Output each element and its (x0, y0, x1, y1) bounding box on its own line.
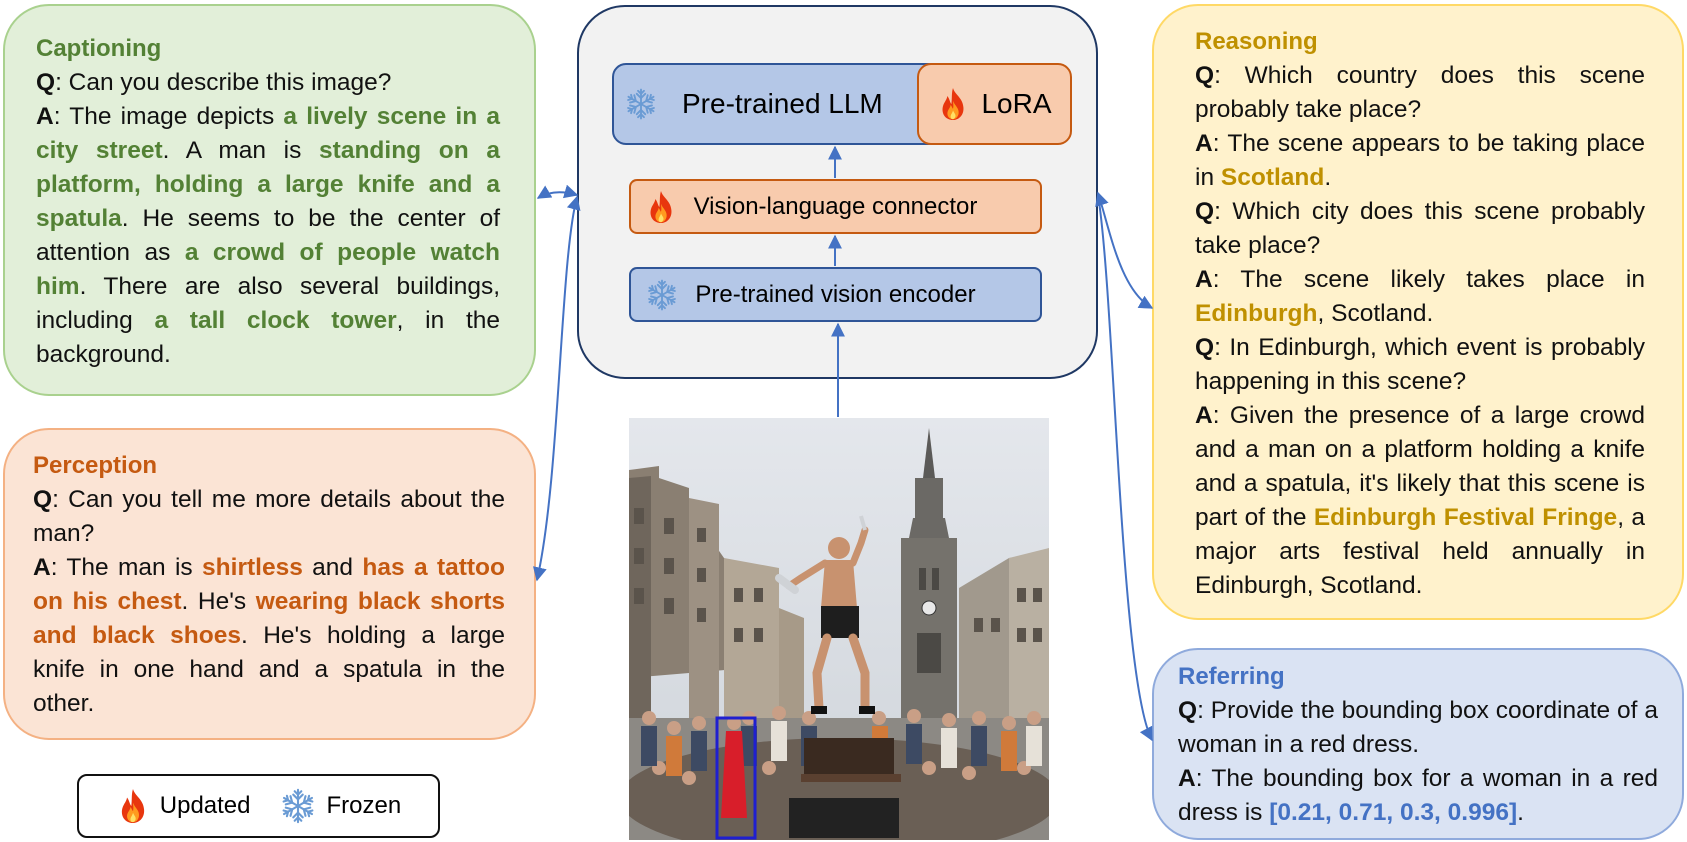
perception-title: Perception (33, 452, 158, 479)
answer-text: : The scene likely takes place in (1212, 266, 1645, 293)
question-text: : Can you tell me more details about the… (33, 486, 505, 547)
connector-label: Vision-language connector (693, 192, 978, 220)
referring-title: Referring (1178, 663, 1285, 690)
lora-block: LoRA (917, 63, 1072, 145)
legend-item-frozen: Frozen (279, 787, 402, 825)
highlight: has a tattoo on his chest (33, 554, 505, 615)
pretrained-llm-block: Pre-trained LLM (612, 63, 942, 145)
referring-panel (1152, 648, 1684, 840)
q-label: Q (1195, 334, 1215, 361)
model-perception-arrow (532, 195, 581, 582)
answer-text: : The bounding box for a woman in a red … (1178, 765, 1658, 826)
answer-text: . There are also several buildings, incl… (36, 273, 500, 334)
q-label: Q (36, 69, 56, 96)
q-label: Q (1195, 198, 1215, 225)
perception-text: Perception Q: Can you tell me more detai… (33, 451, 505, 721)
a-label: A (33, 554, 51, 581)
answer-text: : Given the presence of a large crowd an… (1195, 402, 1645, 531)
highlight: a tall clock tower (154, 307, 397, 334)
answer-text: . He's (181, 588, 256, 615)
llm-label: Pre-trained LLM (682, 88, 883, 119)
legend-updated-label: Updated (159, 792, 251, 819)
street-performer-photo (629, 418, 1049, 840)
highlight: a crowd of people watch him (36, 239, 501, 300)
q-label: Q (1195, 62, 1215, 89)
answer-text: : The man is (50, 554, 203, 581)
highlight: Scotland (1220, 164, 1325, 191)
reasoning-text: Reasoning Q: Which country does this sce… (1195, 27, 1645, 603)
answer-text: and (302, 554, 363, 581)
legend-item-updated: Updated (116, 786, 251, 826)
model-referring-arrow (1097, 194, 1153, 742)
legend-frozen-label: Frozen (326, 792, 402, 819)
bounding-box (715, 716, 757, 840)
answer-text: . A man is (162, 137, 320, 164)
model-captioning-arrow (536, 184, 579, 199)
reasoning-title: Reasoning (1195, 28, 1318, 55)
captioning-title: Captioning (36, 35, 162, 62)
model-reasoning-arrow (1095, 191, 1154, 309)
a-label: A (1195, 402, 1213, 429)
question-text: : Which city does this scene probably ta… (1195, 198, 1645, 259)
highlight: shirtless (202, 554, 303, 581)
captioning-text: Captioning Q: Can you describe this imag… (36, 34, 500, 372)
a-label: A (1195, 130, 1213, 157)
referring-text: Referring Q: Provide the bounding box co… (1178, 662, 1658, 830)
a-label: A (1195, 266, 1213, 293)
q-label: Q (1178, 697, 1198, 724)
answer-text: , in the background. (36, 307, 501, 368)
a-label: A (36, 103, 54, 130)
encoder-label: Pre-trained vision encoder (695, 280, 976, 308)
answer-text: . He seems to be the center of attention… (36, 205, 500, 266)
answer-text: : The image depicts (53, 103, 284, 130)
answer-text: , Scotland. (1317, 300, 1434, 327)
question-text: : Which country does this scene probably… (1195, 62, 1645, 123)
question-text: : In Edinburgh, which event is probably … (1195, 334, 1645, 395)
question-text: : Provide the bounding box coordinate of… (1178, 697, 1658, 758)
q-label: Q (33, 486, 53, 513)
vision-language-connector-block: Vision-language connector (629, 179, 1042, 234)
a-label: A (1178, 765, 1196, 792)
highlight: a lively scene in a city street (36, 103, 500, 164)
highlight: Edinburgh (1195, 300, 1318, 327)
bbox-coordinates: [0.21, 0.71, 0.3, 0.996] (1269, 799, 1518, 826)
answer-text: . (1324, 164, 1332, 191)
question-text: : Can you describe this image? (55, 69, 392, 96)
reasoning-panel (1152, 4, 1684, 620)
answer-text: , a major arts festival held annually in… (1195, 504, 1645, 599)
vision-encoder-block: Pre-trained vision encoder (629, 267, 1042, 322)
perception-panel (3, 428, 536, 740)
highlight: Edinburgh Festival Fringe (1313, 504, 1618, 531)
answer-text: : The scene appears to be taking place i… (1195, 130, 1645, 191)
highlight: wearing black shorts and black shoes (33, 588, 505, 649)
lora-label: LoRA (981, 88, 1052, 119)
answer-text: . (1517, 799, 1524, 826)
captioning-panel (3, 4, 536, 396)
legend: Updated Frozen (77, 774, 440, 838)
highlight: standing on a platform, holding a large … (36, 137, 500, 232)
answer-text: . He's holding a large knife in one hand… (33, 622, 505, 717)
